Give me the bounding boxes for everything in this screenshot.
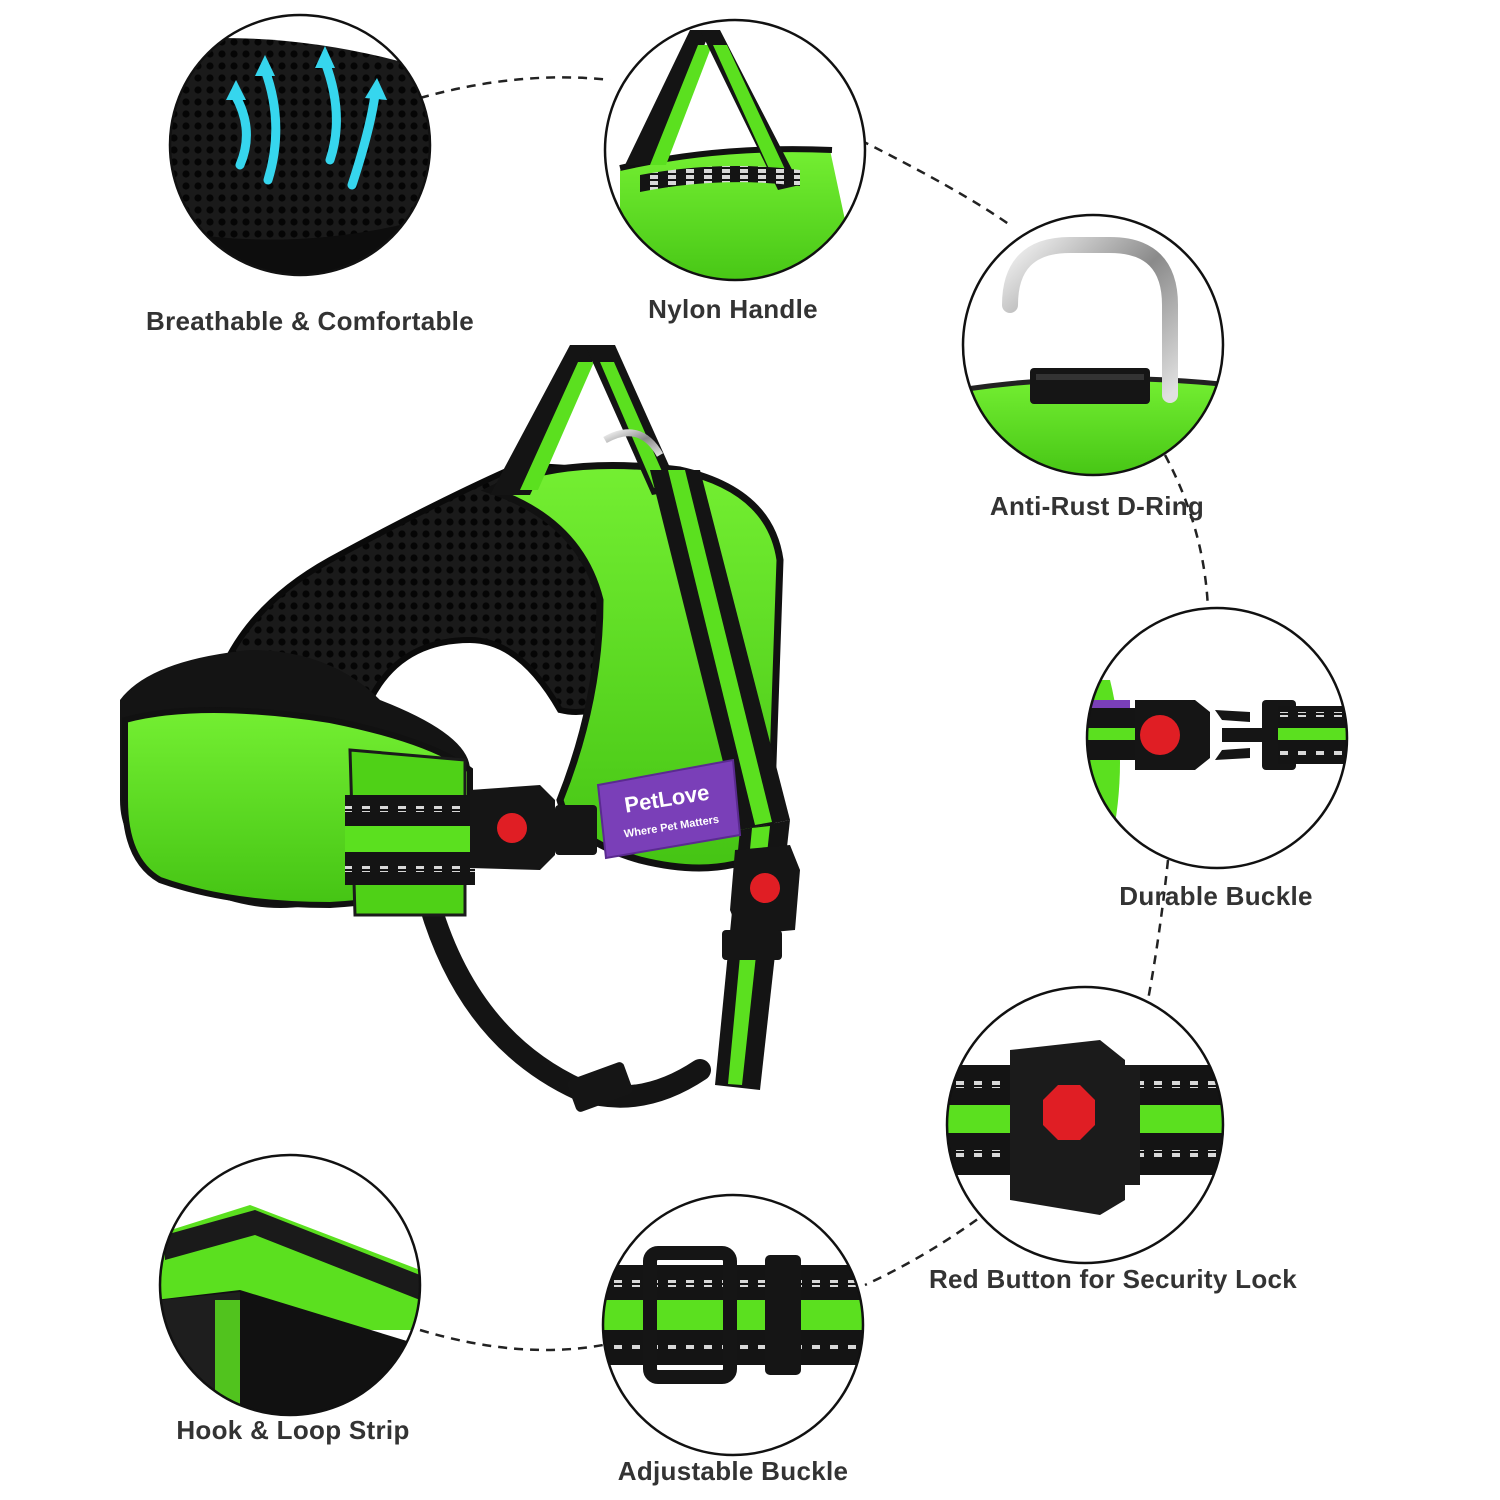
adjust-frame: [601, 1193, 865, 1457]
label-adjustable-buckle: Adjustable Buckle: [617, 1456, 849, 1486]
connector-dring-buckle: [1163, 454, 1210, 611]
harness-chest-strap: [419, 894, 711, 1108]
breathable-frame: [168, 13, 432, 277]
label-red-button-security-lock: Red Button for Security Lock: [928, 1264, 1298, 1294]
connector-lock-adjust: [864, 1208, 991, 1287]
mesh-airflow-icon: [170, 15, 430, 275]
label-breathable-comfortable: Breathable & Comfortable: [146, 306, 474, 336]
connector-breathable-handle: [419, 76, 611, 100]
harness-top-handle: [490, 345, 680, 495]
connector-buckle-lock: [1146, 859, 1170, 1001]
buckle-frame: [1085, 606, 1349, 870]
label-durable-buckle: Durable Buckle: [1119, 881, 1313, 911]
dring-frame: [961, 213, 1225, 477]
dring-detail: [961, 213, 1225, 477]
nylon-handle-icon: [605, 20, 865, 280]
harness-side-strap: [345, 795, 475, 885]
connector-velcro-adjust: [419, 1328, 604, 1352]
buckle-detail: [1085, 606, 1349, 870]
label-hook-loop-strip: Hook & Loop Strip: [176, 1415, 410, 1445]
label-anti-rust-d-ring: Anti-Rust D-Ring: [989, 491, 1205, 521]
red-lock-button-icon: [947, 987, 1223, 1263]
dashed-connectors: [419, 76, 1210, 1352]
lock-frame: [945, 985, 1225, 1265]
adjust-detail: [601, 1193, 865, 1457]
d-ring-icon: [963, 215, 1223, 475]
harness-front-buckle: [722, 845, 800, 960]
harness-chest-adjuster: [567, 1062, 633, 1112]
label-nylon-handle: Nylon Handle: [648, 294, 818, 324]
adjustable-slider-icon: [603, 1195, 863, 1455]
harness-side-buckle: [470, 785, 597, 870]
lock-detail: [945, 985, 1225, 1265]
harness-d-ring: [603, 429, 664, 457]
connector-handle-dring: [859, 138, 1011, 227]
velcro-frame: [158, 1153, 422, 1417]
dog-harness-main-product: PetLove Where Pet Matters: [120, 345, 800, 1112]
hook-loop-strip-icon: [160, 1155, 420, 1415]
handle-frame: [603, 18, 867, 282]
handle-detail: [603, 18, 867, 282]
brand-tag: PetLove Where Pet Matters: [596, 758, 742, 860]
velcro-detail: [158, 1153, 422, 1417]
buckle-icon: [1087, 608, 1347, 868]
breathable-detail: [168, 13, 432, 277]
